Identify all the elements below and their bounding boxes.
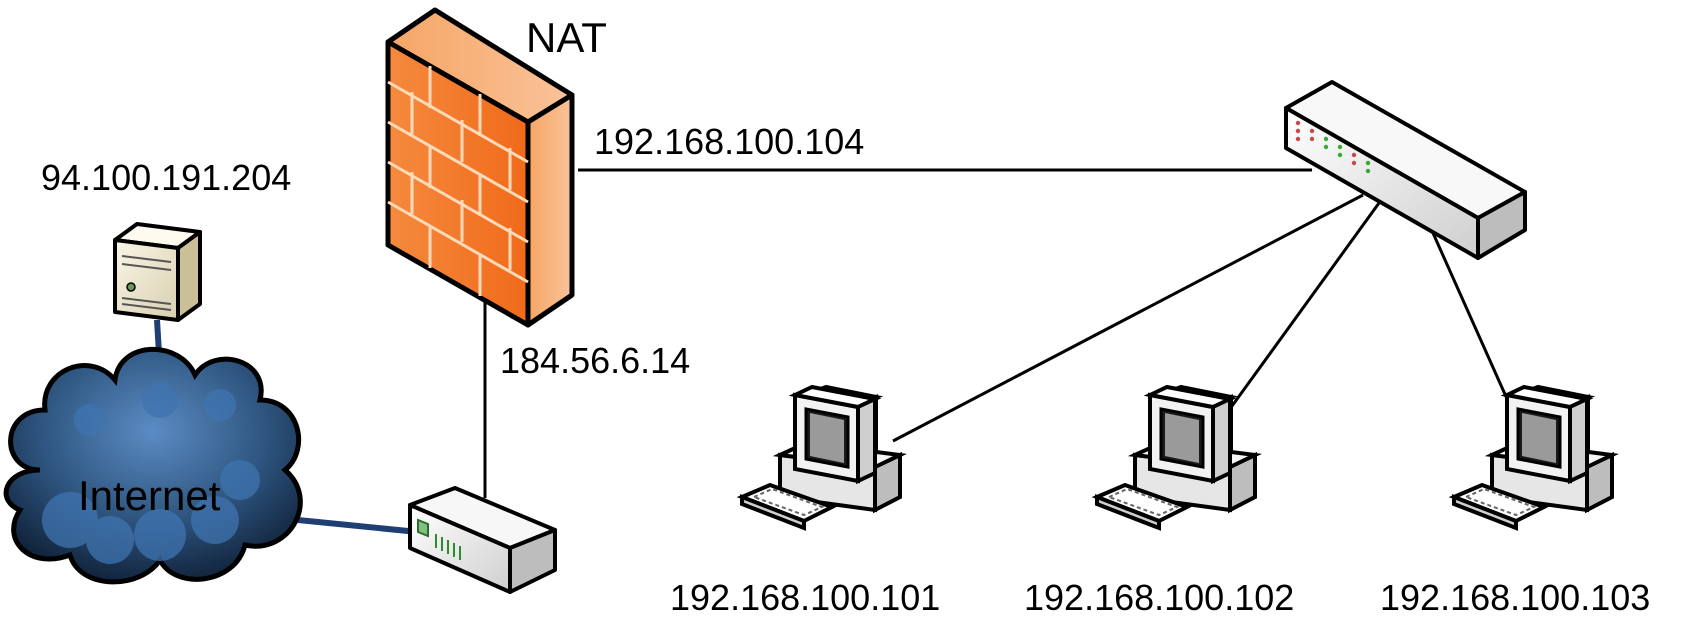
nat-lan-ip-label: 192.168.100.104 [594,121,864,162]
pc3-ip-label: 192.168.100.103 [1380,577,1650,618]
link-switch-pc3 [1431,232,1514,411]
link-switch-pc2 [1230,202,1381,407]
switch-icon [1284,80,1527,260]
link-switch-pc1 [892,193,1364,443]
link-cloud-modem [297,517,419,535]
internet-label: Internet [78,472,221,519]
server-ip-label: 94.100.191.204 [41,157,291,198]
pc1-ip-label: 192.168.100.101 [670,577,940,618]
modem-icon [408,486,557,594]
computer-icon [740,385,902,530]
cloud-icon [3,346,303,585]
computer-icon [1452,385,1614,530]
nat-label: NAT [526,14,607,61]
nat-wan-ip-label: 184.56.6.14 [500,340,690,381]
server-icon [113,222,202,322]
firewall-icon [385,7,575,328]
computer-icon [1095,385,1257,530]
pc2-ip-label: 192.168.100.102 [1024,577,1294,618]
